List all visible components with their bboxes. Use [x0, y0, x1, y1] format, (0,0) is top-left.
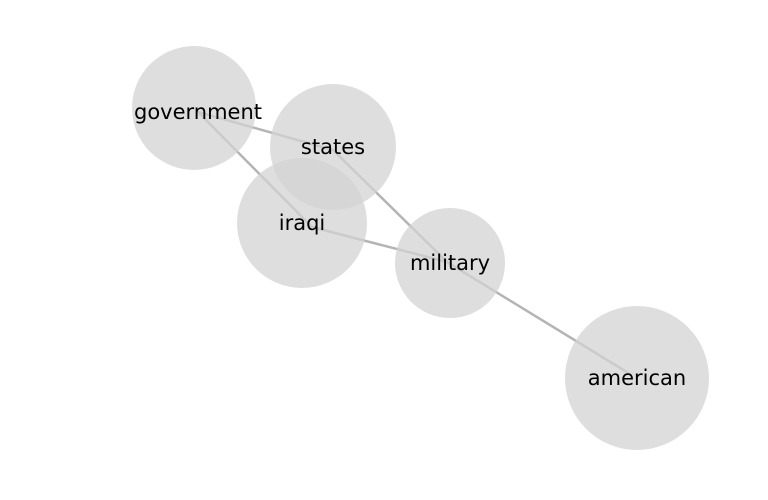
nodes-layer: [132, 46, 709, 450]
node-american: [565, 306, 709, 450]
node-military: [395, 208, 505, 318]
node-label-military: military: [410, 251, 490, 275]
labels-layer: government states iraqi military american: [134, 100, 686, 390]
node-label-american: american: [588, 366, 686, 390]
node-label-iraqi: iraqi: [279, 211, 326, 235]
node-iraqi: [237, 158, 367, 288]
node-government: [132, 46, 256, 170]
node-label-states: states: [301, 135, 365, 159]
node-label-government: government: [134, 100, 262, 124]
